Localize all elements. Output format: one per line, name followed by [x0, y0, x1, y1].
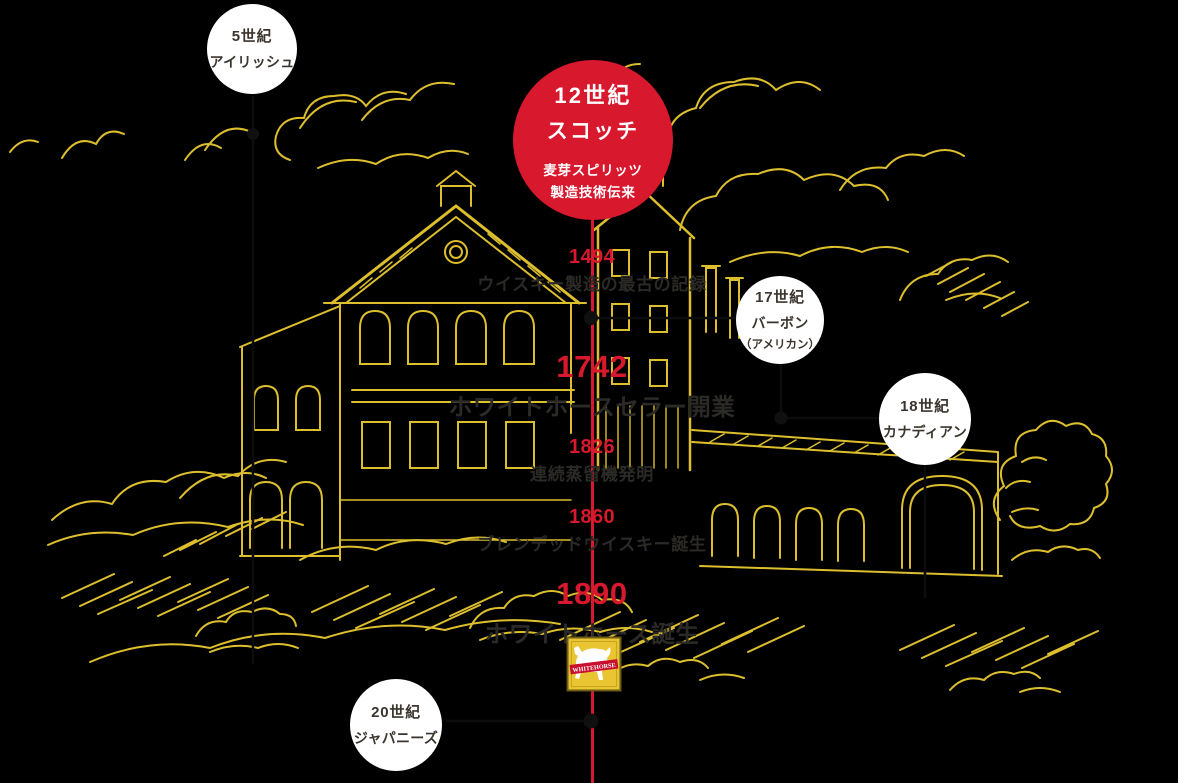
era-note: （アメリカン）: [740, 338, 820, 351]
event-year: 1826: [568, 436, 616, 458]
era-century: 17世紀: [755, 288, 805, 306]
era-note-line2: 製造技術伝来: [550, 184, 636, 200]
event-year: 1742: [556, 349, 628, 384]
trees-right: [993, 419, 1113, 561]
timeline-dots: [247, 128, 788, 729]
era-name: スコッチ: [546, 120, 640, 144]
era-circle-irish: 5世紀 アイリッシュ: [207, 4, 297, 94]
white-horse-logo: WHITEHORSE: [566, 636, 622, 692]
node-dot-1494: [584, 311, 598, 325]
node-dot-japanese: [583, 713, 599, 729]
era-note-line1: 麦芽スピリッツ: [543, 162, 643, 178]
timeline-event-1742: 1742 ホワイトホースセラー開業: [449, 351, 735, 422]
event-year: 1494: [568, 246, 616, 268]
event-year: 1890: [556, 576, 628, 611]
event-label: ウイスキー製造の最古の記録: [477, 275, 707, 294]
era-century: 18世紀: [900, 397, 950, 415]
clouds-top: [9, 63, 1029, 317]
left-annex: [239, 305, 341, 557]
gold-sketch: [9, 63, 1113, 693]
event-year: 1860: [568, 506, 616, 528]
timeline-event-1890: 1890 ホワイトホース誕生: [485, 578, 700, 649]
timeline-event-1860: 1860 ブレンデッドウイスキー誕生: [477, 507, 706, 555]
timeline-event-1826: 1826 連続蒸留機発明: [530, 437, 654, 485]
node-dot-irish: [247, 128, 259, 140]
event-label: ホワイトホースセラー開業: [448, 394, 736, 420]
clouds-left: [51, 458, 287, 557]
era-name: カナディアン: [882, 423, 968, 440]
white-horse-logo-icon: WHITEHORSE: [566, 636, 622, 692]
era-name: バーボン: [751, 315, 809, 332]
right-wing: [691, 429, 1003, 577]
timeline-event-1494: 1494 ウイスキー製造の最古の記録: [477, 247, 706, 295]
node-dot-bourbon: [774, 411, 788, 425]
event-label: 連続蒸留機発明: [530, 465, 654, 484]
era-circle-japanese: 20世紀 ジャパニーズ: [350, 679, 442, 771]
era-century: 20世紀: [371, 703, 421, 721]
foreground: [47, 518, 1099, 693]
era-century: 12世紀: [554, 82, 632, 108]
era-name: アイリッシュ: [209, 53, 295, 70]
era-circle-scotch: 12世紀 スコッチ 麦芽スピリッツ 製造技術伝来: [513, 60, 673, 220]
era-circle-canadian: 18世紀 カナディアン: [879, 373, 971, 465]
era-century: 5世紀: [231, 27, 273, 45]
era-circle-bourbon: 17世紀 バーボン （アメリカン）: [736, 276, 824, 364]
event-label: ブレンデッドウイスキー誕生: [477, 535, 707, 554]
era-name: ジャパニーズ: [353, 729, 439, 746]
